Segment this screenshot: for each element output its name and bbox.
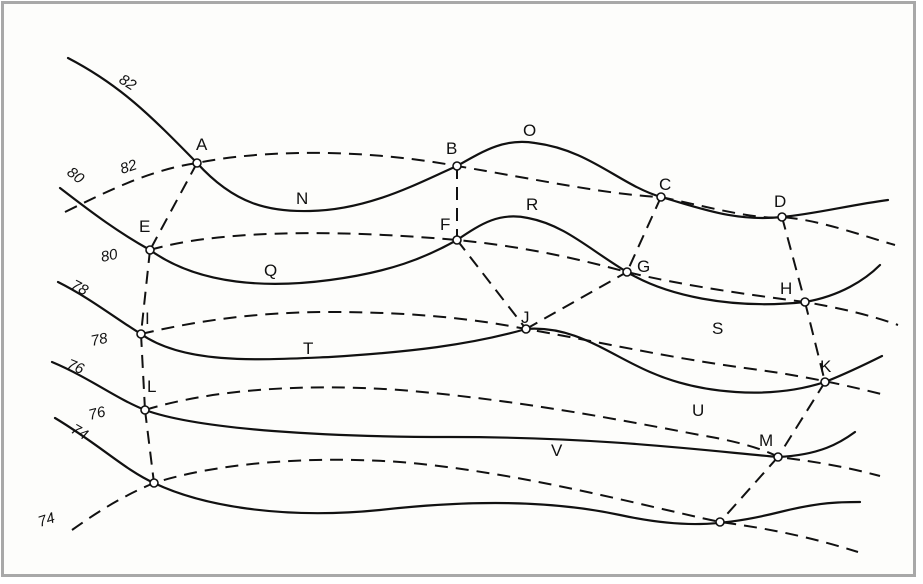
connector-d-h: [781, 216, 806, 303]
connector-f-j: [456, 239, 527, 330]
node-j: [521, 324, 531, 334]
node-bottom-left: [149, 478, 159, 488]
connector-a-e: [149, 162, 198, 251]
connector-h-k: [804, 301, 826, 383]
connector-m-bottom: [719, 456, 779, 523]
connector-j-g: [525, 271, 628, 330]
connector-i-l: [140, 333, 146, 411]
dashed-contour-76: [144, 386, 881, 477]
contour-label-80-dashed: 80: [99, 246, 119, 266]
connector-k-m: [777, 381, 826, 458]
contour-label-74-dashed: 74: [36, 509, 57, 530]
node-i: [136, 329, 146, 339]
node-h: [800, 297, 810, 307]
dashed-contour-82: [64, 151, 896, 246]
label-a: A: [196, 135, 208, 154]
region-v: V: [551, 441, 563, 460]
region-r: R: [526, 195, 538, 214]
solid-contour-78: [56, 280, 884, 394]
solid-contour-82: [66, 56, 890, 220]
node-d: [777, 212, 787, 222]
node-g: [622, 267, 632, 277]
label-i: I: [145, 309, 150, 328]
contour-label-78-solid: 78: [68, 277, 91, 300]
connector-e-i: [140, 249, 151, 335]
connector-lines: [140, 162, 826, 523]
node-b: [452, 161, 462, 171]
node-c: [656, 192, 666, 202]
label-b: B: [446, 139, 457, 158]
node-a: [192, 158, 202, 168]
contour-labels: 82 82 80 80 78 78 76 76 74 74: [36, 71, 140, 531]
node-m: [773, 452, 783, 462]
label-k: K: [820, 357, 832, 376]
region-t: T: [303, 339, 313, 358]
dashed-contour-74: [71, 458, 859, 553]
node-f: [452, 235, 462, 245]
node-l: [140, 405, 150, 415]
dashed-contour-80: [149, 232, 899, 326]
contour-label-74-solid: 74: [68, 421, 91, 444]
label-e: E: [139, 217, 150, 236]
node-e: [145, 245, 155, 255]
node-k: [820, 377, 830, 387]
label-g: G: [637, 257, 650, 276]
label-l: L: [147, 377, 156, 396]
region-labels: N O Q R S T U V: [264, 121, 723, 460]
solid-contour-74: [53, 416, 862, 526]
label-h: H: [780, 279, 792, 298]
label-j: J: [521, 308, 530, 327]
contour-label-80-solid: 80: [64, 164, 88, 188]
connector-c-g: [626, 196, 662, 273]
region-s: S: [712, 319, 723, 338]
solid-contour-80: [58, 186, 882, 306]
point-labels: A B C D E F G H I J K L M: [139, 135, 832, 450]
region-n: N: [296, 189, 308, 208]
region-u: U: [692, 401, 704, 420]
region-o: O: [523, 121, 536, 140]
contour-label-78-dashed: 78: [89, 330, 109, 350]
dashed-contour-78: [140, 310, 886, 396]
label-m: M: [759, 431, 773, 450]
nodes: [136, 158, 830, 527]
label-f: F: [440, 215, 450, 234]
contour-label-82-dashed: 82: [118, 156, 140, 178]
region-q: Q: [264, 261, 277, 280]
label-c: C: [659, 175, 671, 194]
contour-label-76-solid: 76: [65, 356, 87, 378]
contour-label-76-dashed: 76: [87, 403, 108, 424]
connector-l-bottom: [144, 409, 155, 484]
node-bottom-right: [715, 517, 725, 527]
label-d: D: [774, 192, 786, 211]
